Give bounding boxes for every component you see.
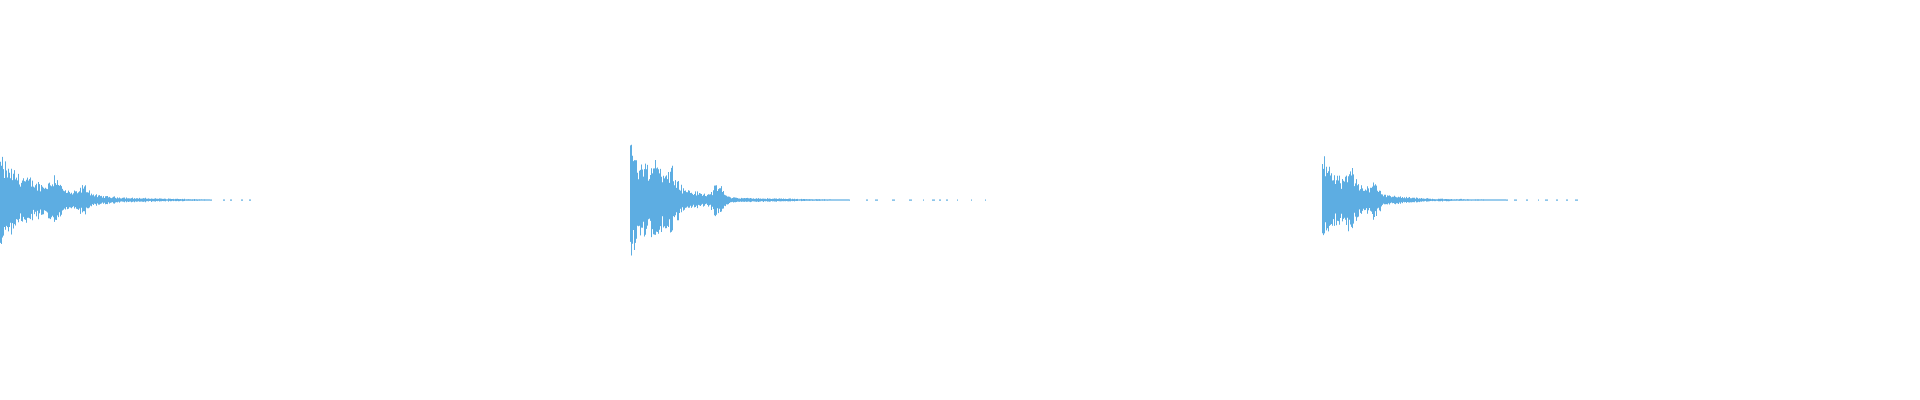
waveform-tail-dot [946, 199, 948, 201]
waveform-tail-dot [1526, 199, 1528, 201]
waveform-tail-dot [985, 199, 986, 201]
waveform-tail-dot [230, 199, 232, 201]
waveform-tail-dot [849, 199, 850, 201]
waveform-clip-2 [630, 144, 986, 256]
waveform-tail-dot [971, 199, 972, 201]
waveform-tail-dots [849, 199, 986, 201]
waveform-tail-dot [223, 199, 225, 201]
waveform-body [0, 156, 210, 244]
waveform-body [1322, 156, 1506, 236]
waveform-tail-dots [1506, 199, 1578, 201]
waveform-tail-dot [1538, 199, 1539, 201]
waveform-tail-dot [923, 199, 924, 201]
waveform-tail-dot [909, 199, 912, 201]
waveform-tail-dot [957, 199, 958, 201]
waveform-tail-dot [932, 199, 935, 201]
waveform-tail-dot [1575, 199, 1578, 201]
waveform-clip-3 [1322, 156, 1578, 236]
waveform-tail-dot [866, 199, 868, 201]
waveform-tail-dot [892, 199, 895, 201]
waveform-tail-dot [1566, 199, 1568, 201]
waveform-tail-dot [249, 199, 251, 201]
waveform-tail-dot [875, 199, 878, 201]
waveform-tail-dot [939, 199, 941, 201]
waveform-clip-1 [0, 156, 251, 244]
waveform-tail-dots [210, 199, 251, 201]
waveform-tail-dot [1556, 199, 1558, 201]
waveform-tail-dot [1506, 199, 1508, 201]
waveform-body [630, 144, 849, 256]
waveform-clips [0, 144, 1578, 256]
waveform-tail-dot [1545, 199, 1548, 201]
waveform-tail-dot [1514, 199, 1517, 201]
waveform-tail-dot [241, 199, 243, 201]
waveform-tail-dot [210, 199, 212, 201]
